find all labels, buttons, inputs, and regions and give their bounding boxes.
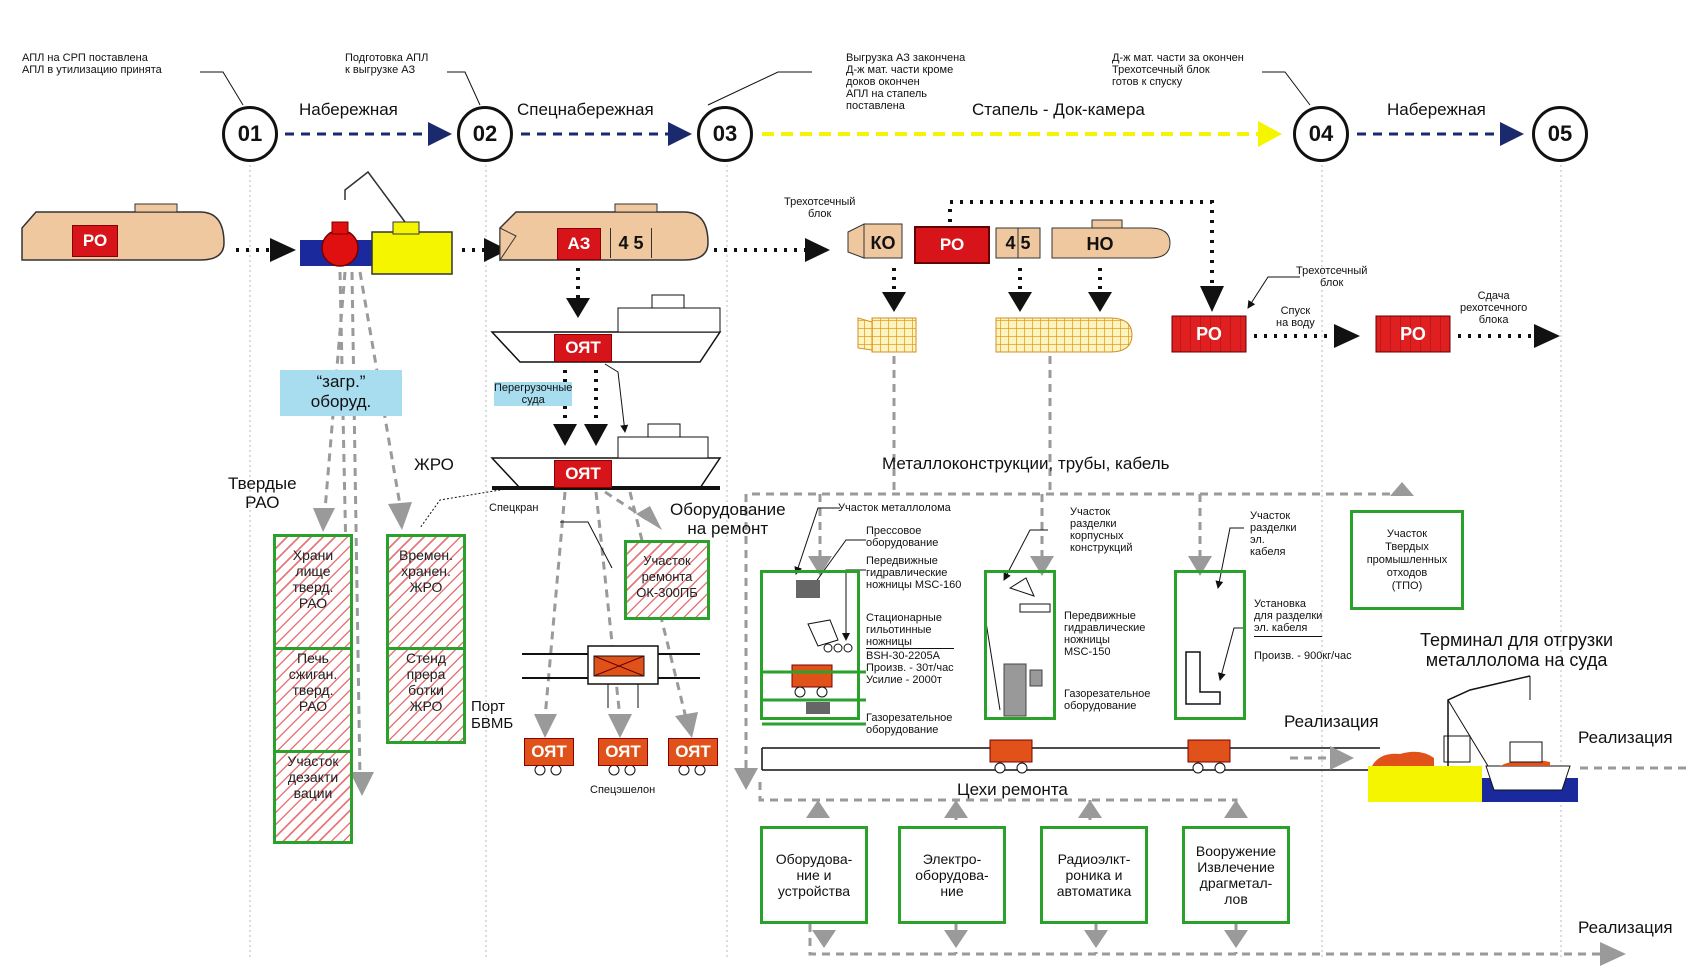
three-block-label-top: Трехотсечный блок — [784, 196, 856, 220]
compartments-45-a: 4 5 — [610, 228, 652, 258]
solid-rao-furnace: Печь сжиган. тверд. РАО — [276, 640, 350, 753]
step-03-circle: 03 — [697, 106, 753, 162]
launch-label: Спуск на воду — [1276, 305, 1315, 329]
crane-label: Спецкран — [489, 502, 539, 514]
ro-block-4: РО — [1400, 324, 1426, 344]
realization-label-2: Реализация — [1578, 728, 1673, 747]
terminal-label: Терминал для отгрузки металлолома на суд… — [1420, 630, 1614, 670]
sectioned-submarine-icon — [847, 219, 1171, 259]
zhro-label: ЖРО — [414, 455, 454, 474]
handover-label: Сдача рехотсечного блока — [1460, 290, 1528, 326]
stage-label-3: Стапель - Док-камера — [972, 100, 1145, 119]
az-block: АЗ — [557, 228, 601, 260]
shop-electrical: Электро- оборудова- ние — [898, 826, 1006, 924]
cut-sections-icon — [857, 317, 1133, 353]
step-guidelines — [249, 150, 1562, 960]
repair-ok-area: Участок ремонта ОК-300ПБ — [624, 540, 710, 620]
step-04-note: Д-ж мат. части за окончен Трехотсечный б… — [1112, 52, 1244, 88]
step-02-circle: 02 — [457, 106, 513, 162]
port-crane-icon — [522, 645, 700, 708]
bsh-spec: BSH-30-2205А Произв. - 30т/час Усилие - … — [866, 648, 954, 686]
stage-label-4: Набережная — [1387, 100, 1486, 119]
zhro-column: Времен. хранен. ЖРО Стенд прера ботки ЖР… — [386, 534, 466, 744]
step-05-circle: 05 — [1532, 106, 1588, 162]
repair-shops-label: Цехи ремонта — [957, 780, 1068, 799]
step-02-note: Подготовка АПЛ к выгрузке АЗ — [345, 52, 429, 76]
realization-label-1: Реализация — [1284, 712, 1379, 731]
echelon-label: Спецэшелон — [590, 784, 656, 796]
zhro-temp-storage: Времен. хранен. ЖРО — [389, 537, 463, 650]
shop-weapons: Вооружение Извлечение драгметал- лов — [1182, 826, 1290, 924]
tpo-box: Участок Твердых промышленных отходов (ТП… — [1350, 510, 1464, 610]
cable-area-box — [1174, 570, 1246, 720]
hyd-shears-label: Передвижные гидравлические ножницы MSC-1… — [866, 555, 962, 591]
ro-block-2: РО — [914, 226, 990, 264]
equipment-icons — [762, 577, 1221, 726]
cable-install-label: Установка для разделки эл. кабеля — [1254, 598, 1323, 637]
oyat-car-3: ОЯТ — [668, 738, 718, 766]
transfer-ships-label: Перегрузочные суда — [494, 382, 573, 406]
realization-label-3: Реализация — [1578, 918, 1673, 937]
decontamination-area: Участок дезакти вации — [287, 753, 339, 801]
submarine-1-icon — [21, 203, 225, 261]
gas-cut-label-1: Газорезательное оборудование — [866, 712, 953, 736]
oyat-ship-2: ОЯТ — [554, 460, 612, 488]
ro-block-1: РО — [72, 225, 118, 257]
shop-equipment: Оборудова- ние и устройства — [760, 826, 868, 924]
cable-area-label: Участок разделки эл. кабеля — [1250, 510, 1297, 558]
guillotine-label: Стационарные гильотинные ножницы — [866, 612, 942, 648]
no-block: НО — [1086, 234, 1114, 254]
submarine-2-icon — [499, 203, 709, 262]
terminal-icon — [1368, 675, 1578, 802]
oyat-ship-1: ОЯТ — [554, 334, 612, 362]
step-04-circle: 04 — [1293, 106, 1349, 162]
step-01-circle: 01 — [222, 106, 278, 162]
oyat-car-1: ОЯТ — [524, 738, 574, 766]
metal-label: Металлоконструкции, трубы, кабель — [882, 454, 1170, 473]
ro-block-3: РО — [1196, 324, 1222, 344]
hull-cut-label: Участок разделки корпусных конструкций — [1070, 506, 1133, 554]
dock-crane-icon — [300, 170, 453, 275]
step-03-note: Выгрузка АЗ закончена Д-ж мат. части кро… — [846, 52, 966, 112]
zhro-processing-stand: Стенд прера ботки ЖРО — [405, 650, 447, 714]
cable-perf-label: Произв. - 900кг/час — [1254, 650, 1352, 662]
hyd-shears-2-label: Передвижные гидравлические ножницы MSC-1… — [1064, 610, 1146, 658]
stage-label-1: Набережная — [299, 100, 398, 119]
solid-rao-label: Твердые РАО — [228, 474, 297, 512]
note-leaders — [200, 71, 1311, 106]
contaminated-equipment-label: “загр.” оборуд. — [280, 370, 402, 416]
rail-cars-icon — [534, 764, 706, 776]
ko-block: КО — [870, 233, 896, 253]
gas-cut-label-2: Газорезательное оборудование — [1064, 688, 1151, 712]
press-label: Прессовое оборудование — [866, 525, 939, 549]
port-label: Порт БВМБ — [471, 698, 514, 732]
hull-cut-box — [984, 570, 1056, 720]
transfer-ship-1-icon — [490, 294, 722, 363]
solid-rao-storage: Храни лище тверд. РАО — [276, 537, 350, 650]
stage-label-2: Спецнабережная — [517, 100, 654, 119]
solid-rao-column: Храни лище тверд. РАО Печь сжиган. тверд… — [273, 534, 353, 844]
compartments-45-b: 4 5 — [1005, 233, 1031, 253]
oyat-car-2: ОЯТ — [598, 738, 648, 766]
scrap-area-label: Участок металлолома — [838, 502, 951, 514]
step-01-note: АПЛ на СРП поставлена АПЛ в утилизацию п… — [22, 52, 162, 76]
scrap-area-box — [760, 570, 860, 720]
equipment-repair-label: Оборудование на ремонт — [670, 500, 786, 538]
three-block-label-right: Трехотсечный блок — [1296, 265, 1368, 289]
shop-electronics: Радиоэлкт- роника и автоматика — [1040, 826, 1148, 924]
